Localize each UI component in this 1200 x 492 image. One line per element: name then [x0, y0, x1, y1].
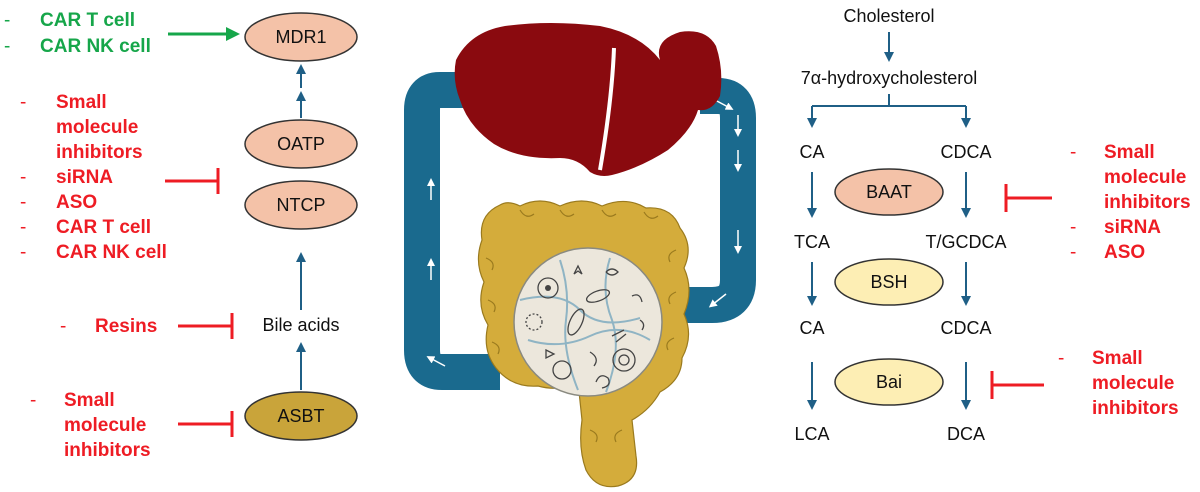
therapy-bullet: -	[20, 167, 26, 188]
therapy-item-text: CAR T cell	[56, 217, 151, 238]
inhibit-ntcp	[165, 168, 220, 194]
oatp-label: OATP	[277, 134, 325, 154]
inhibit-asbt	[178, 411, 234, 437]
therapy-item-text: CAR NK cell	[56, 242, 167, 263]
asbt-node: ASBT	[244, 391, 358, 441]
bai-therapy-list: - Small molecule inhibitors	[1058, 348, 1179, 419]
therapy-item-text: CAR T cell	[40, 10, 135, 31]
fork-connector	[807, 94, 971, 128]
therapy-bullet: -	[20, 92, 26, 113]
cdca-label-1: CDCA	[940, 142, 991, 162]
lca-label: LCA	[794, 424, 829, 444]
asbt-label: ASBT	[277, 406, 324, 426]
therapy-item-text: CAR NK cell	[40, 36, 151, 57]
therapy-item-text: inhibitors	[1104, 192, 1191, 213]
baat-enzyme: BAAT	[834, 168, 944, 216]
dca-label: DCA	[947, 424, 985, 444]
mdr1-therapy-list: - CAR T cell - CAR NK cell	[4, 10, 151, 57]
therapy-bullet: -	[1070, 142, 1076, 163]
bai-enzyme: Bai	[834, 358, 944, 406]
bile-acids-label: Bile acids	[262, 315, 339, 335]
enterohepatic-illustration	[404, 23, 756, 488]
enterohepatic-loop-icon	[404, 72, 756, 390]
bsh-label: BSH	[870, 272, 907, 292]
cdca-label-2: CDCA	[940, 318, 991, 338]
right-panel: Cholesterol 7α-hydroxycholesterol CA CDC…	[794, 6, 1191, 444]
therapy-item-text: siRNA	[56, 167, 113, 188]
oatp-node: OATP	[244, 119, 358, 169]
therapy-bullet: -	[30, 390, 36, 411]
therapy-bullet: -	[1058, 348, 1064, 369]
bai-label: Bai	[876, 372, 902, 392]
therapy-item-text: molecule	[56, 117, 138, 138]
baat-label: BAAT	[866, 182, 912, 202]
therapy-item-text: ASO	[56, 192, 97, 213]
therapy-item-text: Small	[64, 390, 115, 411]
ntcp-node: NTCP	[244, 180, 358, 230]
therapy-item-text: molecule	[64, 415, 146, 436]
therapy-bullet: -	[20, 242, 26, 263]
therapy-item-text: Small	[56, 92, 107, 113]
baat-therapy-list: - Small molecule inhibitors - siRNA - ASO	[1070, 142, 1191, 263]
tgcdca-label: T/GCDCA	[926, 232, 1007, 252]
therapy-item-text: Small	[1092, 348, 1143, 369]
ca-label-1: CA	[799, 142, 824, 162]
ntcp-label: NTCP	[277, 195, 326, 215]
asbt-therapy-list: - Small molecule inhibitors	[30, 390, 151, 461]
therapy-bullet: -	[60, 316, 66, 337]
gut-microbiota-icon	[513, 247, 663, 397]
therapy-item-text: siRNA	[1104, 217, 1161, 238]
therapy-bullet: -	[1070, 217, 1076, 238]
ca-label-2: CA	[799, 318, 824, 338]
tca-label: TCA	[794, 232, 830, 252]
therapy-bullet: -	[4, 36, 10, 57]
therapy-item-text: inhibitors	[64, 440, 151, 461]
ntcp-therapy-list: - Small molecule inhibitors - siRNA - ASO - CAR T…	[20, 92, 167, 263]
therapy-bullet: -	[20, 192, 26, 213]
therapy-item-text: inhibitors	[56, 142, 143, 163]
mdr1-node: MDR1	[244, 12, 358, 62]
therapy-item-text: molecule	[1092, 373, 1174, 394]
therapy-item-text: ASO	[1104, 242, 1145, 263]
mdr1-label: MDR1	[275, 27, 326, 47]
cholesterol-label: Cholesterol	[843, 6, 934, 26]
therapy-item-text: molecule	[1104, 167, 1186, 188]
inhibit-bile-acids	[178, 313, 234, 339]
therapy-bullet: -	[1070, 242, 1076, 263]
bsh-enzyme: BSH	[834, 258, 944, 306]
therapy-bullet: -	[4, 10, 10, 31]
bile-therapy-list: - Resins	[60, 316, 157, 337]
liver-icon	[454, 23, 722, 176]
therapy-item-text: Small	[1104, 142, 1155, 163]
left-panel: MDR1 OATP NTCP Bile acids ASBT	[4, 10, 358, 461]
therapy-item-text: inhibitors	[1092, 398, 1179, 419]
hydroxycholesterol-label: 7α-hydroxycholesterol	[801, 68, 977, 88]
therapy-bullet: -	[20, 217, 26, 238]
inhibit-bai	[990, 371, 1044, 399]
inhibit-baat	[1004, 184, 1052, 212]
therapy-item-text: Resins	[95, 316, 157, 337]
